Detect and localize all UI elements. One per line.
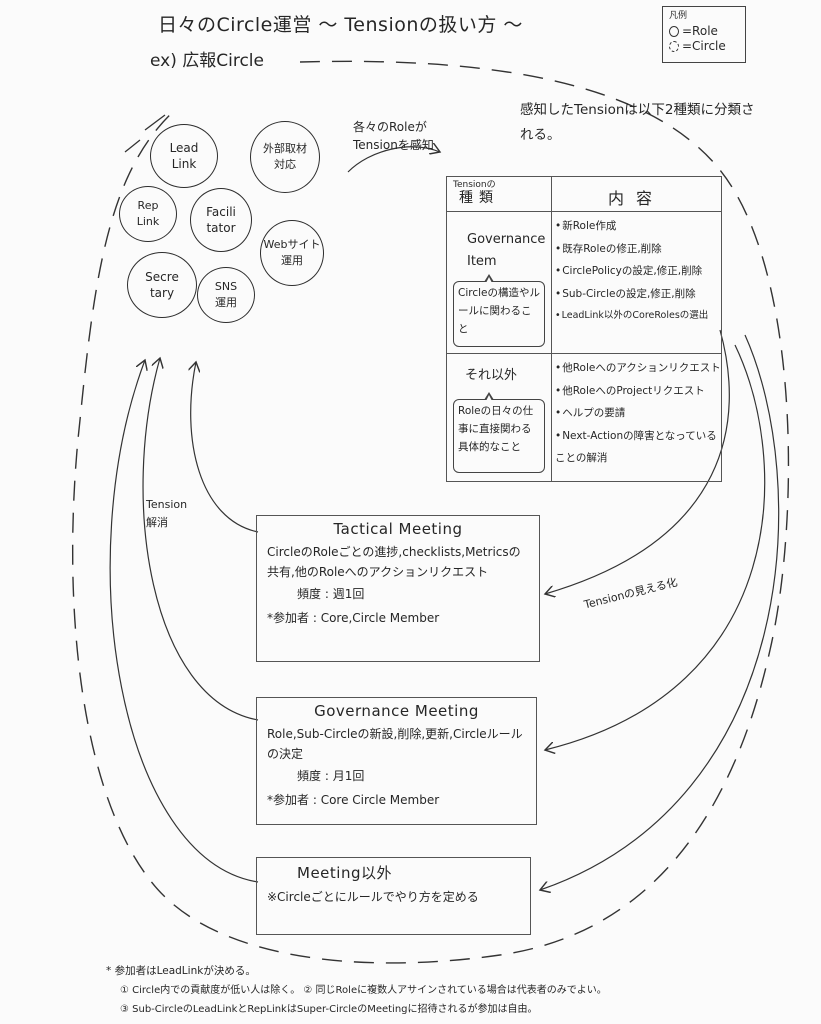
other-meeting-title: Meeting以外 bbox=[297, 864, 392, 882]
other-note: Roleの日々の仕事に直接関わる具体的なこと bbox=[453, 392, 545, 473]
role-external-press: 外部取材 対応 bbox=[250, 121, 320, 193]
other-meeting-box: Meeting以外 ※Circleごとにルールでやり方を定める bbox=[256, 857, 531, 935]
governance-meeting-description: Role,Sub-Circleの新設,削除,更新,Circleルールの決定 bbox=[267, 727, 523, 761]
governance-meeting-title: Governance Meeting bbox=[314, 702, 479, 720]
type-other: それ以外 bbox=[465, 368, 518, 383]
page-title: 日々のCircle運営 ～ Tensionの扱い方 ～ bbox=[158, 14, 523, 36]
tension-table: Tensionの 種類 内容 Governance Item Circleの構造… bbox=[446, 176, 722, 482]
governance-meeting-box: Governance Meeting Role,Sub-Circleの新設,削除… bbox=[256, 697, 537, 825]
role-rep-link: Rep Link bbox=[119, 186, 177, 242]
footnote-main: * 参加者はLeadLinkが決める。 bbox=[106, 965, 256, 977]
tactical-participants: *参加者 : Core,Circle Member bbox=[267, 611, 440, 625]
type-governance-item: Governance Item bbox=[467, 232, 546, 269]
tactical-meeting-title: Tactical Meeting bbox=[333, 520, 463, 538]
footnote-line-2: ① Circle内での貢献度が低い人は除く。 ② 同じRoleに複数人アサインさ… bbox=[120, 985, 607, 996]
legend-item-role: =Role bbox=[669, 24, 739, 39]
role-lead-link: Lead Link bbox=[150, 124, 218, 188]
other-meeting-description: ※Circleごとにルールでやり方を定める bbox=[267, 890, 479, 904]
tactical-meeting-box: Tactical Meeting CircleのRoleごとの進捗,checkl… bbox=[256, 515, 540, 662]
governance-note: Circleの構造やルールに関わること bbox=[453, 274, 545, 347]
governance-frequency: 頻度 : 月1回 bbox=[297, 769, 365, 783]
tactical-frequency: 頻度 : 週1回 bbox=[297, 587, 365, 601]
governance-items: 新Role作成 既存Roleの修正,削除 CirclePolicyの設定,修正,… bbox=[555, 215, 719, 328]
footnotes: * 参加者はLeadLinkが決める。 ① Circle内での貢献度が低い人は除… bbox=[106, 962, 607, 1019]
other-items: 他Roleへのアクションリクエスト 他RoleへのProjectリクエスト ヘル… bbox=[555, 357, 721, 470]
solid-circle-icon bbox=[669, 26, 679, 37]
header-content: 内容 bbox=[607, 189, 664, 208]
resolve-annotation: Tension 解消 bbox=[146, 498, 188, 529]
legend-title: 凡例 bbox=[669, 11, 688, 21]
header-type: Tensionの 種類 bbox=[453, 180, 499, 206]
page-subtitle: ex) 広報Circle bbox=[150, 51, 264, 71]
tactical-meeting-description: CircleのRoleごとの進捗,checklists,Metricsの共有,他… bbox=[267, 545, 521, 579]
visualize-annotation: Tensionの見える化 bbox=[582, 575, 679, 612]
role-sns: SNS 運用 bbox=[197, 267, 255, 323]
sense-annotation: 各々のRoleが Tensionを感知 bbox=[353, 120, 434, 152]
footnote-line-3: ③ Sub-CircleのLeadLinkとRepLinkはSuper-Circ… bbox=[120, 1004, 538, 1015]
legend-item-circle: =Circle bbox=[669, 39, 739, 54]
role-secretary: Secre tary bbox=[127, 252, 197, 318]
role-web-site: Webサイト 運用 bbox=[260, 220, 324, 286]
governance-participants: *参加者 : Core Circle Member bbox=[267, 793, 440, 807]
role-facilitator: Facili tator bbox=[190, 188, 252, 252]
dashed-circle-icon bbox=[669, 41, 679, 52]
legend: 凡例 =Role =Circle bbox=[662, 6, 746, 63]
classify-annotation: 感知したTensionは以下2種類に分類される。 bbox=[520, 102, 755, 143]
